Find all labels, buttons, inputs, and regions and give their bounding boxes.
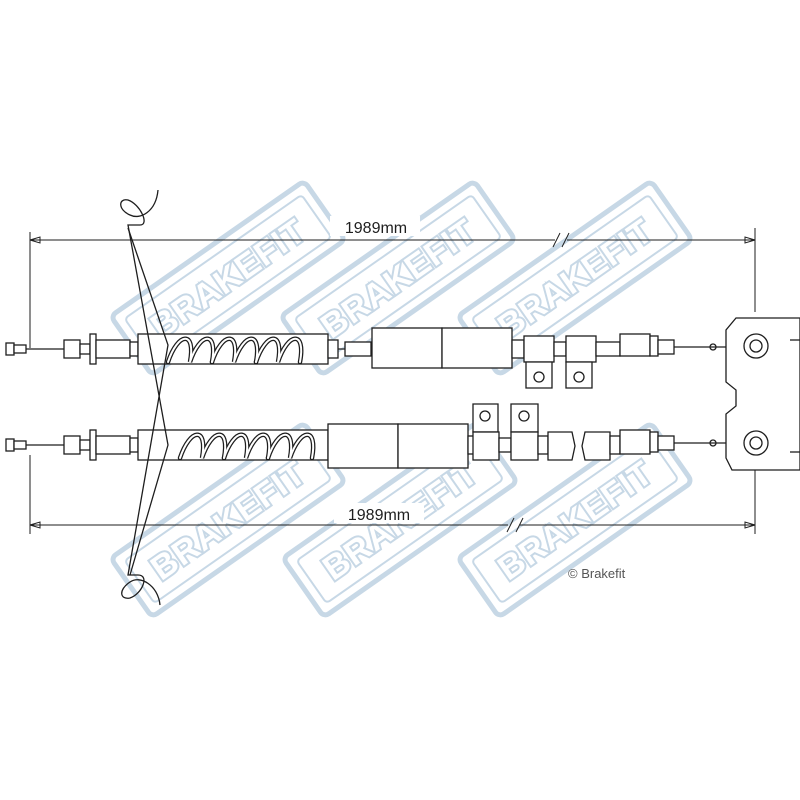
- bottom-spring: [177, 432, 316, 461]
- top-dimension: 1989mm: [29, 216, 756, 348]
- bottom-dimension: 1989mm: [29, 420, 756, 534]
- top-length-label: 1989mm: [345, 220, 407, 237]
- bottom-length-label: 1989mm: [348, 507, 410, 524]
- copyright-label: © Brakefit: [568, 566, 626, 581]
- retaining-wire: [120, 189, 169, 606]
- bottom-cable: [5, 403, 748, 469]
- mounting-plate: [725, 317, 800, 471]
- top-spring: [165, 336, 304, 365]
- top-cable: [5, 327, 748, 389]
